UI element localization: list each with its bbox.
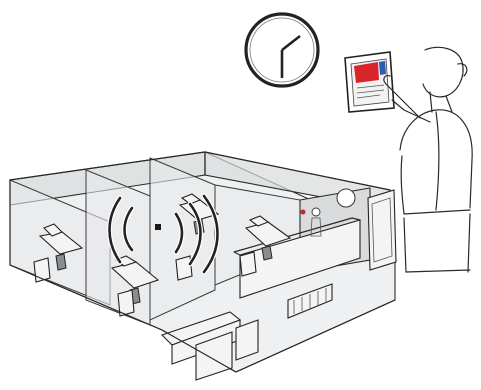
touchscreen-control-panel-icon (345, 52, 394, 112)
open-door (368, 190, 396, 270)
person-operating-panel-icon (384, 47, 472, 272)
wall-sensor (155, 224, 161, 230)
wall-clock-icon (246, 14, 318, 86)
small-wall-clock (337, 189, 355, 207)
